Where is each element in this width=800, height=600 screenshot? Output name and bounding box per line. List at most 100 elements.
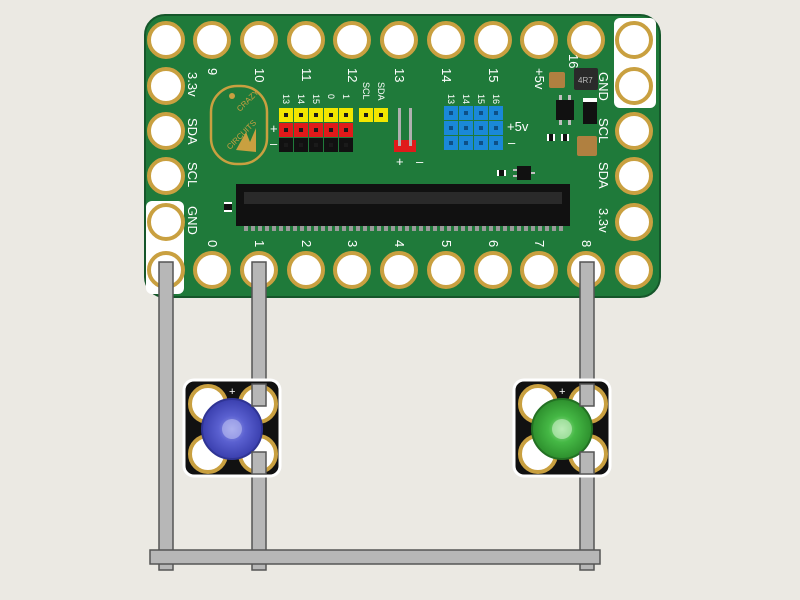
pad-left-scl[interactable] xyxy=(147,157,185,195)
pin-label-15: 15 xyxy=(486,68,501,82)
diode xyxy=(583,98,597,124)
pad-15[interactable] xyxy=(474,21,512,59)
wire-pin8-top-over-led xyxy=(579,383,595,407)
power-header-minus-label: – xyxy=(416,154,424,169)
edge-tooth xyxy=(335,226,339,231)
pad-right-gnd-top[interactable] xyxy=(615,21,653,59)
left-header-label-14: 14 xyxy=(296,94,306,104)
edge-connector-body[interactable] xyxy=(236,184,570,226)
pin-label-0: 0 xyxy=(205,240,220,247)
pin-label-4: 4 xyxy=(392,240,407,247)
diode-band xyxy=(583,98,597,102)
pad-right-gnd[interactable] xyxy=(615,67,653,105)
bottom-pad-row xyxy=(147,251,653,289)
edge-tooth xyxy=(342,226,346,231)
pad-top-corner[interactable] xyxy=(147,21,185,59)
pad-2[interactable] xyxy=(287,251,325,289)
left-header-label-0: 0 xyxy=(326,94,336,99)
pad-0[interactable] xyxy=(193,251,231,289)
power-header-pin-plus[interactable] xyxy=(398,108,401,146)
header-pin-hole xyxy=(284,128,288,132)
pad-5v[interactable] xyxy=(520,21,558,59)
left-label-sda: SDA xyxy=(185,118,200,145)
logo-flame-icon xyxy=(236,128,256,152)
left-header-label-1: 1 xyxy=(341,94,351,99)
pad-14[interactable] xyxy=(427,21,465,59)
pad-12[interactable] xyxy=(333,21,371,59)
inductor xyxy=(574,68,598,90)
edge-tooth xyxy=(503,226,507,231)
edge-tooth xyxy=(391,226,395,231)
right-header-block: 13 14 15 16 +5v – xyxy=(444,94,529,150)
transistor xyxy=(517,166,531,180)
power-header-housing xyxy=(394,140,416,152)
pad-bottom-right-corner[interactable] xyxy=(615,251,653,289)
smd-components: 4R7 xyxy=(224,68,598,212)
pad-6[interactable] xyxy=(474,251,512,289)
edge-tooth xyxy=(405,226,409,231)
right-label-sda: SDA xyxy=(596,162,611,189)
left-header-label-sda: SDA xyxy=(376,82,386,101)
left-smd-core xyxy=(224,204,232,210)
pin-label-9: 9 xyxy=(205,68,220,75)
resistor-a-core xyxy=(549,134,553,141)
edge-tooth xyxy=(510,226,514,231)
edge-tooth xyxy=(265,226,269,231)
top-pad-row xyxy=(147,21,605,59)
left-header-minus: – xyxy=(270,136,278,151)
pad-left-3v3[interactable] xyxy=(147,67,185,105)
pad-right-sda[interactable] xyxy=(615,157,653,195)
top-pin-labels: 9 10 11 12 13 14 15 +5v 16 xyxy=(205,54,581,90)
header-pin-hole xyxy=(494,111,498,115)
header-pin-hole xyxy=(344,143,348,147)
pad-left-sda[interactable] xyxy=(147,112,185,150)
pin-label-5: 5 xyxy=(439,240,454,247)
edge-tooth xyxy=(363,226,367,231)
edge-tooth xyxy=(517,226,521,231)
pad-left-gnd[interactable] xyxy=(147,203,185,241)
pad-4[interactable] xyxy=(380,251,418,289)
header-pin-hole xyxy=(329,113,333,117)
header-pin-hole xyxy=(284,113,288,117)
edge-tooth xyxy=(468,226,472,231)
pad-3[interactable] xyxy=(333,251,371,289)
right-header-label-15: 15 xyxy=(476,94,486,104)
regulator-lead-2 xyxy=(568,95,571,100)
led-green-highlight xyxy=(552,419,572,439)
led-green-plus-label: + xyxy=(559,386,565,398)
transistor-lead-3 xyxy=(531,172,535,174)
right-label-3v3: 3.3v xyxy=(596,208,611,233)
pad-9[interactable] xyxy=(193,21,231,59)
transistor-lead-1 xyxy=(513,169,517,171)
right-label-scl: SCL xyxy=(596,118,611,143)
left-pin-labels: 3.3v SDA SCL GND xyxy=(185,72,200,235)
header-pin-hole xyxy=(464,111,468,115)
edge-tooth xyxy=(377,226,381,231)
edge-tooth xyxy=(356,226,360,231)
pad-13[interactable] xyxy=(380,21,418,59)
edge-tooth xyxy=(279,226,283,231)
led-module-green[interactable]: + xyxy=(512,378,612,478)
header-pin-hole xyxy=(314,143,318,147)
pad-11[interactable] xyxy=(287,21,325,59)
edge-tooth xyxy=(524,226,528,231)
header-pin-hole xyxy=(479,141,483,145)
pad-right-scl[interactable] xyxy=(615,112,653,150)
pad-16[interactable] xyxy=(567,21,605,59)
edge-tooth xyxy=(328,226,332,231)
power-header-pin-minus[interactable] xyxy=(409,108,412,146)
logo-frame xyxy=(209,84,269,166)
edge-tooth xyxy=(482,226,486,231)
edge-tooth xyxy=(531,226,535,231)
left-pad-column xyxy=(147,67,185,241)
pad-5[interactable] xyxy=(427,251,465,289)
pin-label-10: 10 xyxy=(252,68,267,82)
header-pin-hole xyxy=(284,143,288,147)
right-header-plus-label: +5v xyxy=(507,119,529,134)
resistor-b-core xyxy=(563,134,567,141)
edge-tooth xyxy=(307,226,311,231)
pad-right-3v3[interactable] xyxy=(615,203,653,241)
pad-7[interactable] xyxy=(520,251,558,289)
pad-10[interactable] xyxy=(240,21,278,59)
